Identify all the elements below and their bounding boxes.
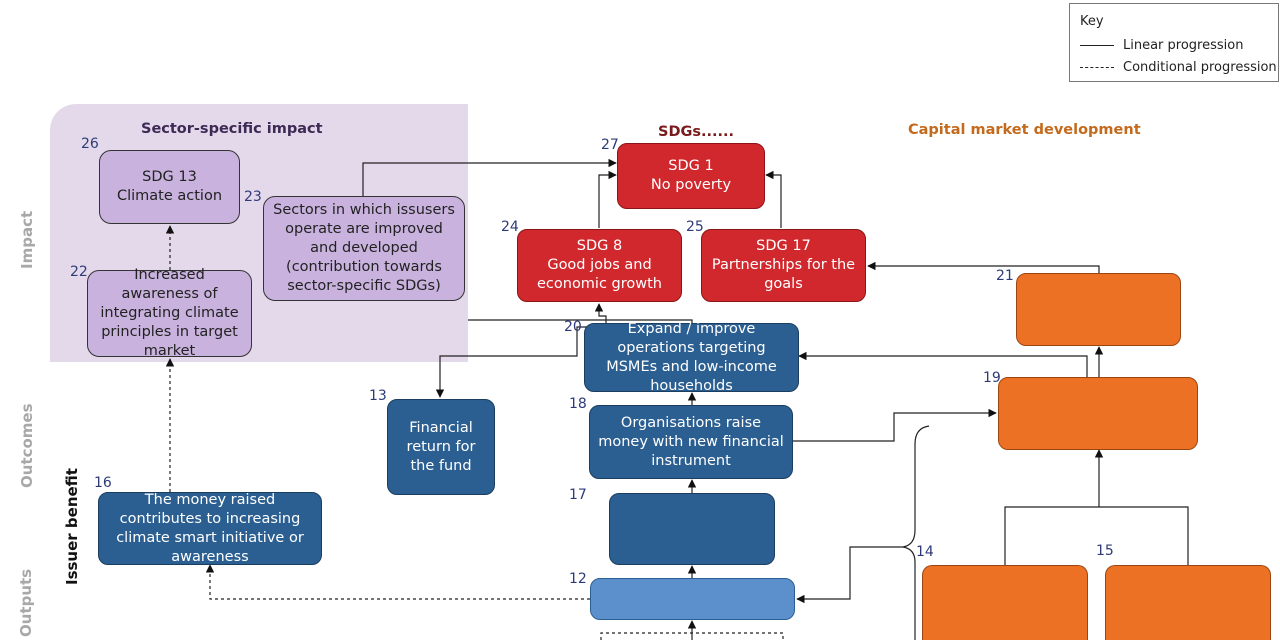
node-18-raise-money: Organisations raise money with new finan… xyxy=(589,405,793,479)
node-number-23: 23 xyxy=(244,189,262,205)
link-20-23 xyxy=(468,319,693,323)
link-23-27 xyxy=(362,158,617,196)
node-21 xyxy=(1016,273,1181,346)
node-number-21: 21 xyxy=(996,268,1014,284)
legend-title: Key xyxy=(1080,14,1104,29)
node-number-24: 24 xyxy=(501,219,519,235)
node-number-12: 12 xyxy=(569,571,587,587)
node-number-18: 18 xyxy=(569,396,587,412)
link-25-27 xyxy=(765,170,782,228)
node-number-19: 19 xyxy=(983,370,1001,386)
node-19 xyxy=(998,377,1198,450)
node-number-27: 27 xyxy=(601,137,619,153)
node-25-sdg17: SDG 17 Partnerships for the goals xyxy=(701,229,866,302)
node-number-15: 15 xyxy=(1096,543,1114,559)
row-label-impact: Impact xyxy=(18,210,36,269)
node-26-sdg13: SDG 13 Climate action xyxy=(99,150,240,224)
capital-market-heading: Capital market development xyxy=(908,122,1141,138)
dashed-line-icon xyxy=(1080,67,1114,68)
node-27-sdg1: SDG 1 No poverty xyxy=(617,143,765,209)
solid-line-icon xyxy=(1080,45,1114,46)
row-label-outputs: Outputs xyxy=(17,568,35,637)
legend: Key Linear progression Conditional progr… xyxy=(1069,3,1279,82)
bracket-14 xyxy=(902,425,930,640)
legend-linear: Linear progression xyxy=(1080,38,1243,53)
sdgs-heading: SDGs...... xyxy=(658,124,735,140)
link-21-25 xyxy=(867,261,1100,273)
link-24-27 xyxy=(598,170,617,228)
node-23-sectors-improved: Sectors in which issusers operate are im… xyxy=(263,196,465,301)
legend-conditional: Conditional progression xyxy=(1080,60,1277,75)
row-label-outcomes: Outcomes xyxy=(18,403,36,488)
node-number-13: 13 xyxy=(369,388,387,404)
issuer-benefit-label: Issuer benefit xyxy=(63,468,81,585)
node-14 xyxy=(922,565,1088,640)
node-number-20: 20 xyxy=(564,319,582,335)
node-number-17: 17 xyxy=(569,487,587,503)
legend-conditional-label: Conditional progression xyxy=(1123,60,1277,75)
link-14-12 xyxy=(796,546,903,604)
node-number-14: 14 xyxy=(916,544,934,560)
node-13-financial-return: Financial return for the fund xyxy=(387,399,495,495)
node-number-22: 22 xyxy=(70,264,88,280)
node-number-26: 26 xyxy=(81,136,99,152)
node-20-expand-operations: Expand / improve operations targeting MS… xyxy=(584,321,799,394)
legend-linear-label: Linear progression xyxy=(1123,38,1244,53)
output-dashed-edge xyxy=(600,632,784,640)
link-12-16 xyxy=(205,564,590,600)
node-number-25: 25 xyxy=(686,219,704,235)
link-19-20 xyxy=(798,351,1088,377)
node-12 xyxy=(590,578,795,620)
node-15 xyxy=(1105,565,1271,640)
link-14-15-19 xyxy=(1004,506,1189,565)
node-16-money-raised: The money raised contributes to increasi… xyxy=(98,492,322,565)
node-24-sdg8: SDG 8 Good jobs and economic growth xyxy=(517,229,682,302)
node-17 xyxy=(609,493,775,565)
node-22-climate-awareness: Increased awareness of integrating clima… xyxy=(87,267,252,359)
sector-impact-heading: Sector-specific impact xyxy=(141,121,323,137)
link-18-19 xyxy=(793,408,997,442)
node-number-16: 16 xyxy=(94,475,112,491)
